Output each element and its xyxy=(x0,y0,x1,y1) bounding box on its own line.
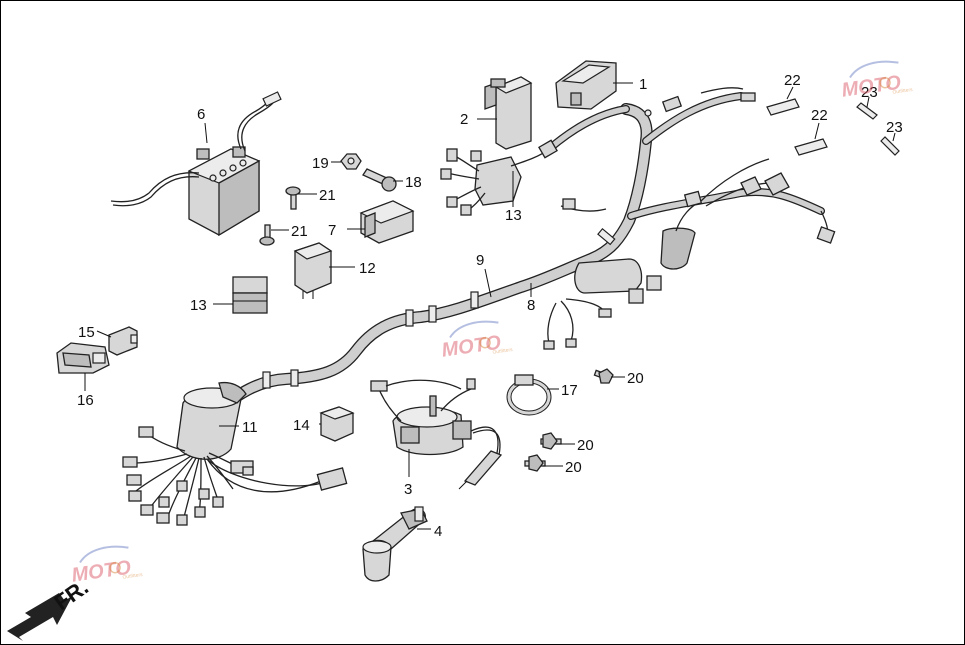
mini-fuse-23-lower xyxy=(880,136,900,156)
callout-6: 6 xyxy=(197,106,205,123)
callout-3: 3 xyxy=(404,481,412,498)
gear-icon xyxy=(879,76,891,89)
starter-relay xyxy=(293,242,333,299)
watermark-center: MOTO Outfitters xyxy=(440,320,514,362)
bolt-18 xyxy=(362,168,397,192)
callout-16: 16 xyxy=(77,392,94,409)
callout-8: 8 xyxy=(527,297,535,314)
callout-4: 4 xyxy=(434,523,442,540)
flasher-relay xyxy=(108,326,138,356)
watermark-text: MOTO xyxy=(440,332,503,362)
callout-23-upper: 23 xyxy=(861,84,878,101)
callout-22-lower: 22 xyxy=(811,107,828,124)
callout-23-lower: 23 xyxy=(886,119,903,136)
spark-plug-cap xyxy=(362,506,428,582)
fuse-22-lower xyxy=(794,138,828,156)
callout-21-upper: 21 xyxy=(319,187,336,204)
relay-block xyxy=(484,76,533,150)
callout-1: 1 xyxy=(639,76,647,93)
callout-20-upper: 20 xyxy=(627,370,644,387)
callout-9: 9 xyxy=(476,252,484,269)
callout-20-mid: 20 xyxy=(577,437,594,454)
callout-17: 17 xyxy=(561,382,578,399)
mini-fuse-23-upper xyxy=(856,102,878,120)
handlebar-switch xyxy=(56,342,110,374)
gear-icon xyxy=(109,561,121,574)
callout-2: 2 xyxy=(460,111,468,128)
watermark-subtext: Outfitters xyxy=(492,347,513,356)
callout-14: 14 xyxy=(293,417,310,434)
callout-20-lower: 20 xyxy=(565,459,582,476)
gear-icon xyxy=(479,336,491,349)
main-wire-harness xyxy=(195,87,836,427)
callout-7: 7 xyxy=(328,222,336,239)
leader-lines xyxy=(84,82,896,530)
watermark-subtext: Outfitters xyxy=(122,572,143,581)
callout-13-upper: 13 xyxy=(505,207,522,224)
front-harness-branch xyxy=(122,381,348,526)
callout-15: 15 xyxy=(78,324,95,341)
callout-labels: 1 2 3 4 6 7 8 9 11 12 13 13 14 15 16 17 … xyxy=(77,72,903,540)
watermark-subtext: Outfitters xyxy=(892,87,913,96)
callout-13-left: 13 xyxy=(190,297,207,314)
nut xyxy=(340,153,362,170)
front-arrow-icon xyxy=(7,593,73,641)
cdi-unit-lower xyxy=(232,276,268,314)
bolt-20-upper xyxy=(593,368,614,384)
connector-cover xyxy=(555,60,617,110)
watermark-text: MOTO xyxy=(840,72,903,102)
callout-22-upper: 22 xyxy=(784,72,801,89)
callout-18: 18 xyxy=(405,174,422,191)
hose-clamp xyxy=(506,374,552,416)
watermark-top-right: MOTO Outfitters xyxy=(840,60,914,102)
relay-14 xyxy=(319,406,355,442)
bolt-21-upper xyxy=(285,186,301,210)
fuse-22-upper xyxy=(766,98,800,116)
callout-11: 11 xyxy=(242,419,258,436)
cdi-unit-upper xyxy=(440,139,558,216)
regulator-rectifier xyxy=(359,200,415,244)
callout-19: 19 xyxy=(312,155,329,172)
bolt-20-mid xyxy=(540,432,562,450)
bolt-21-lower xyxy=(259,224,275,246)
battery xyxy=(110,91,282,237)
callout-12: 12 xyxy=(359,260,376,277)
ignition-coil xyxy=(370,378,503,490)
callout-21-lower: 21 xyxy=(291,223,308,240)
front-direction-indicator: FR. xyxy=(7,574,93,641)
bolt-20-lower xyxy=(524,454,546,472)
